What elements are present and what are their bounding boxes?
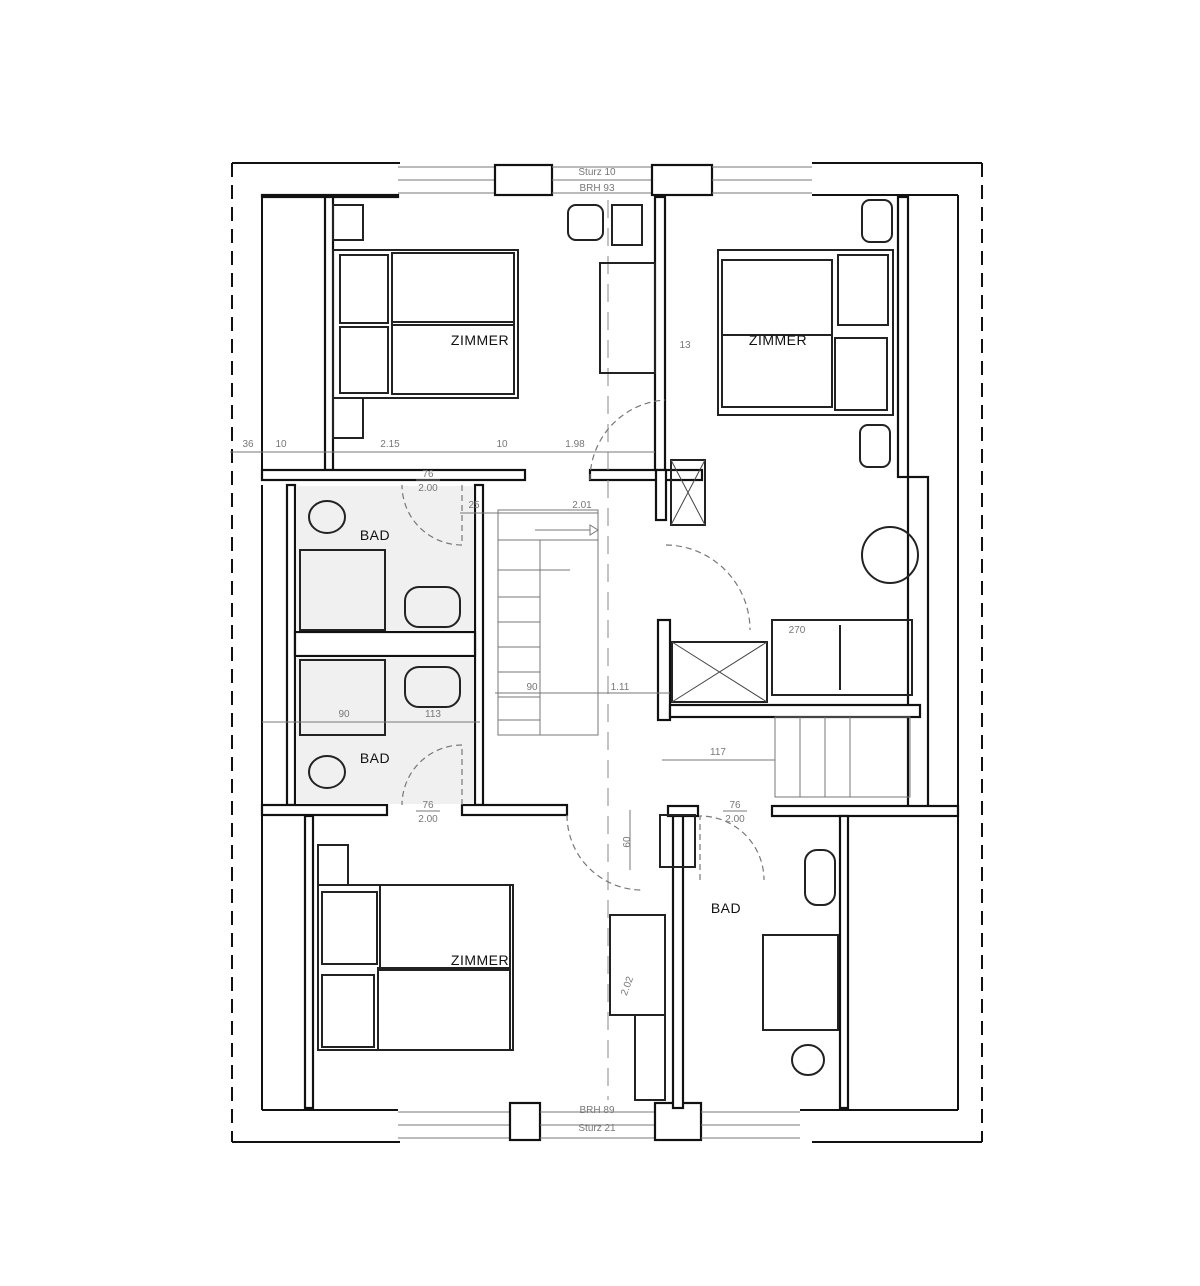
bottom-wall — [261, 485, 959, 1142]
dim-1-11: 1.11 — [611, 682, 630, 693]
door-label-2: 76 2.00 — [416, 800, 440, 825]
armchair — [861, 526, 919, 584]
cabinet-lounge — [671, 641, 768, 703]
dim-117: 117 — [710, 747, 726, 758]
dim-10: 10 — [496, 439, 508, 450]
dim-2-15: 2.15 — [380, 439, 400, 450]
svg-text:2.00: 2.00 — [418, 814, 438, 825]
outer-boundary — [231, 162, 983, 1143]
dim-2-01: 2.01 — [572, 500, 592, 511]
svg-text:2.00: 2.00 — [725, 814, 745, 825]
dim-60: 60 — [622, 836, 633, 848]
room-label-bad-1: BAD — [360, 527, 390, 543]
desk-top — [611, 204, 643, 246]
dim-270: 270 — [789, 625, 806, 636]
dim-13: 13 — [679, 340, 691, 351]
svg-text:76: 76 — [729, 800, 741, 811]
interior-walls — [260, 195, 960, 1110]
dim-25: 25 — [468, 500, 480, 511]
wardrobe-bottom — [609, 914, 666, 1016]
dim-10: 10 — [275, 439, 287, 450]
room-label-zimmer-top-right: ZIMMER — [749, 332, 807, 348]
top-wall — [260, 163, 959, 485]
dimension-lines — [230, 451, 775, 870]
bottom-window-sill: BRH 89 — [579, 1105, 614, 1116]
dim-90-stair: 90 — [526, 682, 538, 693]
chair-top — [567, 204, 604, 241]
dim-36: 36 — [242, 439, 254, 450]
top-window-lintel: Sturz 10 — [578, 167, 616, 178]
bed-bottom-left — [317, 844, 514, 1051]
dim-90-bath: 90 — [338, 709, 350, 720]
bottom-window-lintel: Sturz 21 — [578, 1123, 616, 1134]
door-label-3: 76 2.00 — [723, 800, 747, 825]
sofa — [771, 619, 913, 696]
dim-1-98: 1.98 — [565, 439, 585, 450]
desk-bottom — [634, 1014, 666, 1101]
svg-text:76: 76 — [422, 469, 434, 480]
door-swings — [401, 399, 765, 891]
svg-text:2.00: 2.00 — [418, 483, 438, 494]
top-window-sill: BRH 93 — [579, 183, 614, 194]
bed-top-left — [332, 204, 519, 439]
wardrobe-top — [599, 262, 656, 374]
dim-113: 113 — [425, 709, 441, 720]
room-label-zimmer-bottom: ZIMMER — [451, 952, 509, 968]
bed-top-right — [717, 199, 894, 468]
bath-fixtures — [299, 500, 839, 1076]
svg-text:76: 76 — [422, 800, 434, 811]
dim-2-02: 2.02 — [619, 975, 636, 997]
staircase — [497, 200, 911, 1100]
room-label-bad-2: BAD — [360, 750, 390, 766]
wardrobe-hall — [670, 459, 706, 526]
room-label-bad-3: BAD — [711, 900, 741, 916]
door-label-1: 76 2.00 — [416, 469, 440, 494]
room-label-zimmer-top-left: ZIMMER — [451, 332, 509, 348]
